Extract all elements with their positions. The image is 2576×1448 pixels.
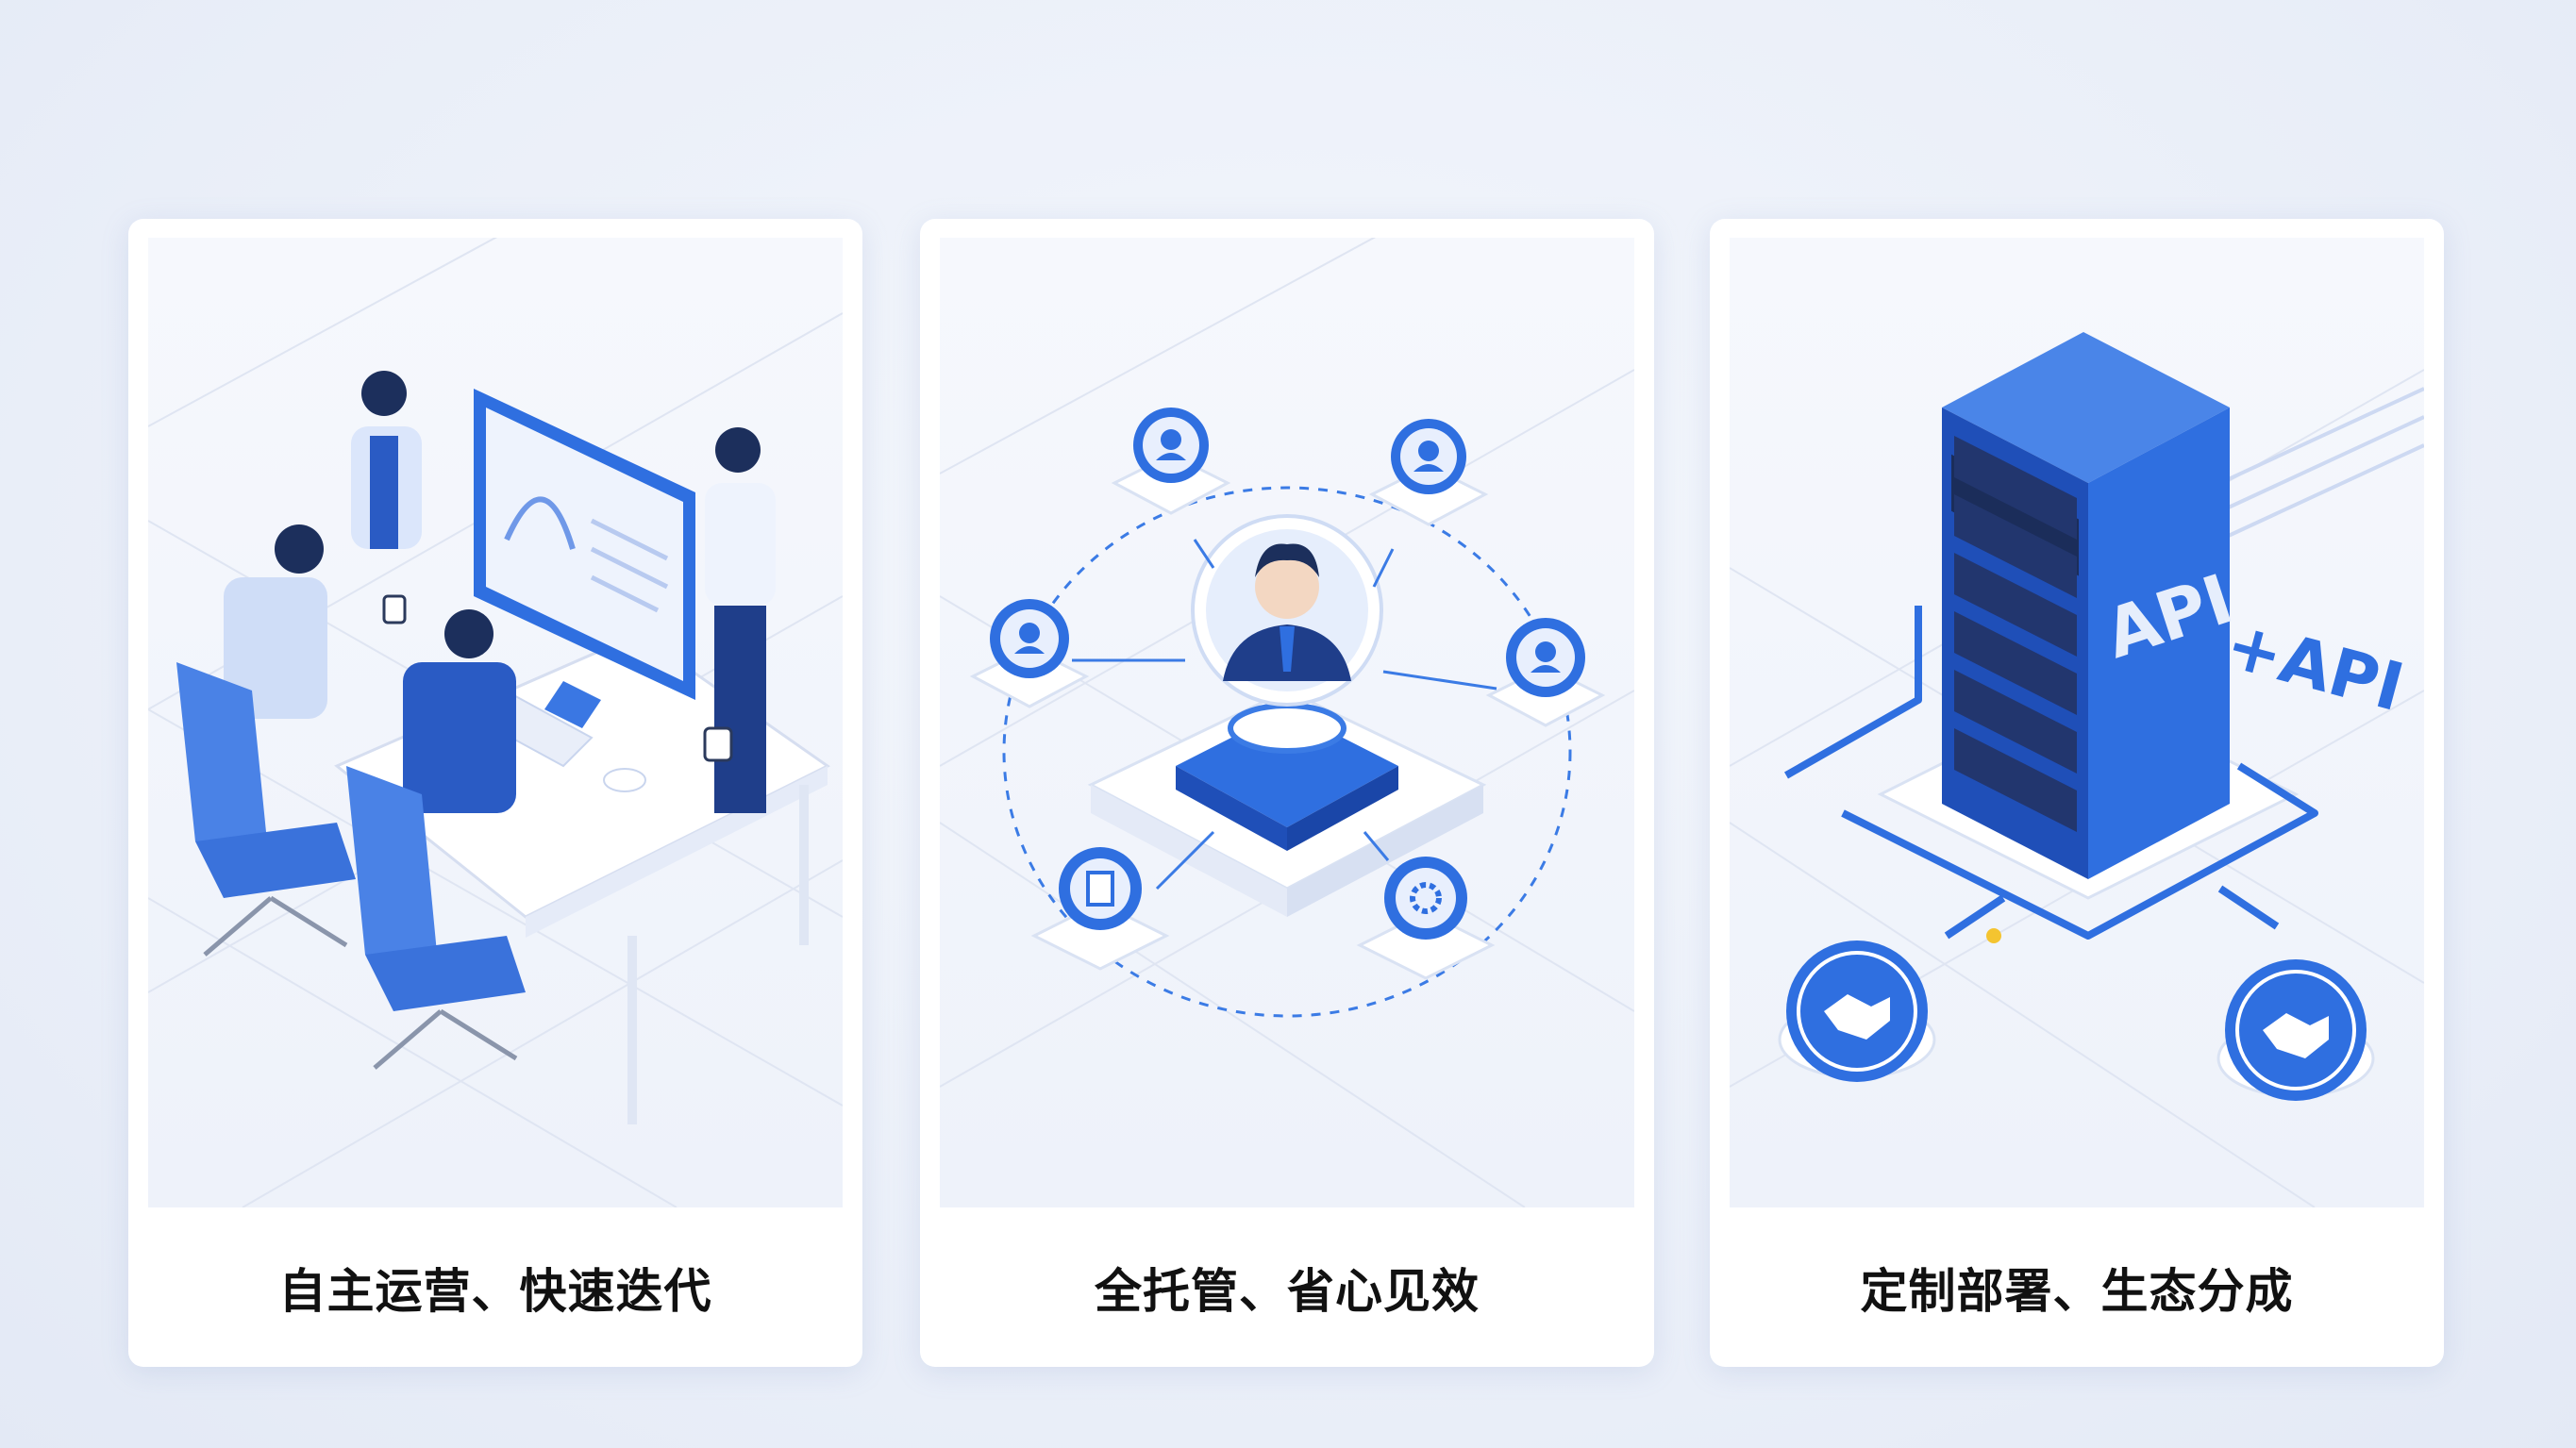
card-caption: 自主运营、快速迭代 xyxy=(278,1263,712,1319)
handshake-icon xyxy=(2216,959,2375,1101)
card-fully-managed: 全托管、省心见效 xyxy=(920,219,1654,1367)
card-custom-deploy: API +API 定制部署、生态分成 xyxy=(1710,219,2444,1367)
card-caption: 全托管、省心见效 xyxy=(1095,1263,1480,1319)
team-illustration xyxy=(148,238,843,1207)
card-caption: 定制部署、生态分成 xyxy=(1860,1263,2294,1319)
api-server-icon: API +API xyxy=(1730,332,2424,1207)
managed-network-illustration xyxy=(940,238,1634,1207)
server-rack-slots xyxy=(1954,436,2077,832)
user-network-icon xyxy=(940,238,1634,1207)
card-self-operation: 自主运营、快速迭代 xyxy=(128,219,862,1367)
team-working-icon xyxy=(148,238,843,1207)
satellite-nodes xyxy=(969,408,1606,980)
api-server-illustration: API +API xyxy=(1730,238,2424,1207)
handshake-icon xyxy=(1778,940,1936,1082)
plus-api-label: +API xyxy=(2218,606,2412,726)
